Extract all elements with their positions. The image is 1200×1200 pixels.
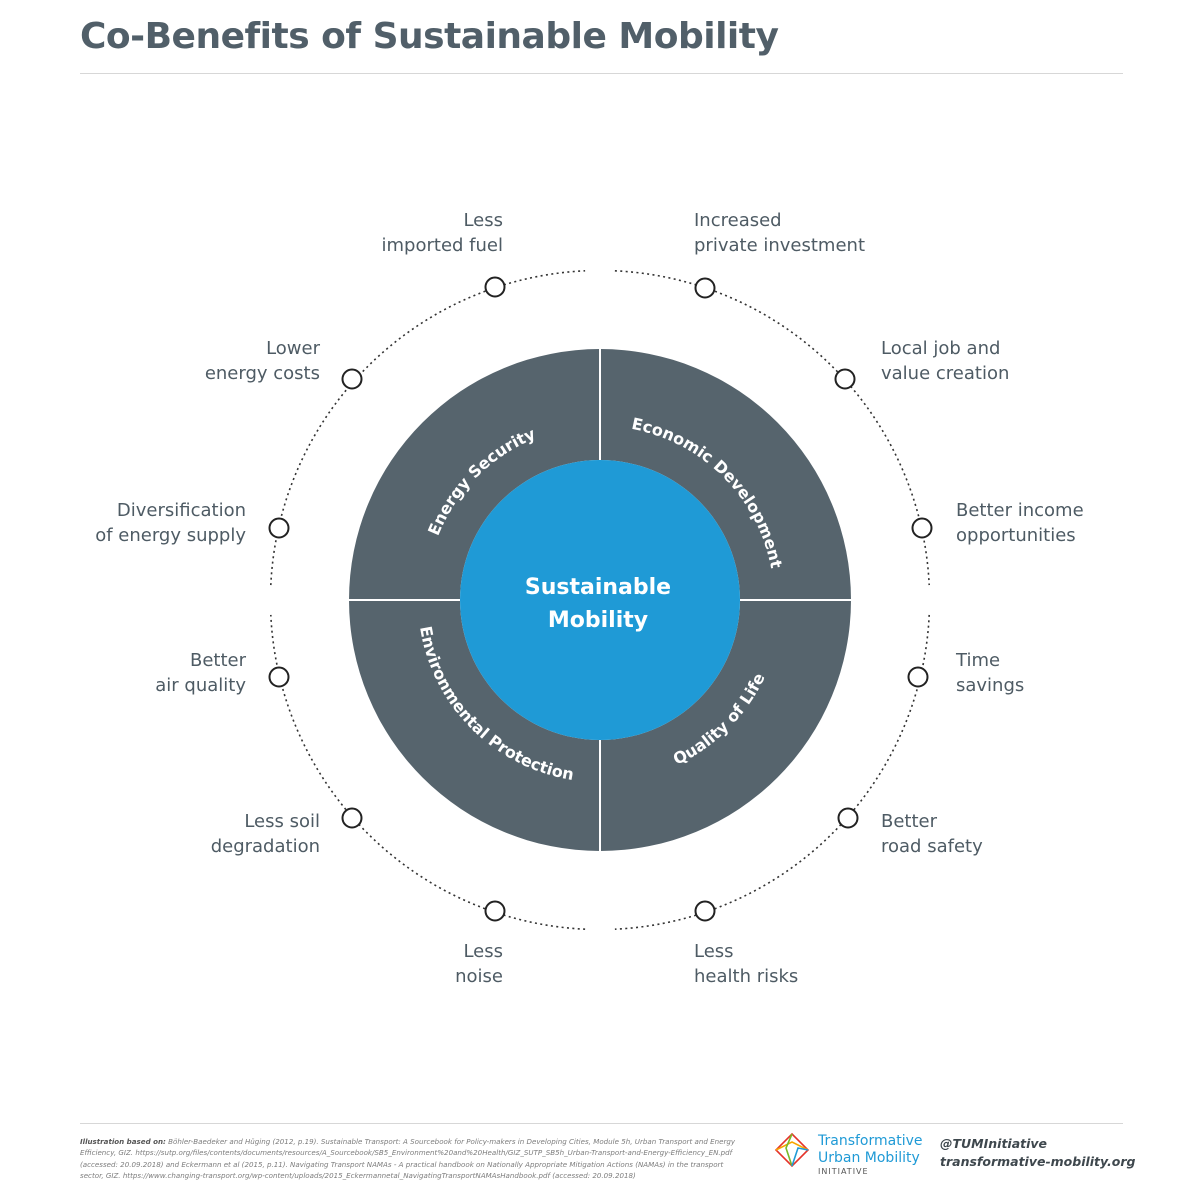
footer-divider [80,1123,1123,1124]
sector-economic-development [600,349,851,600]
node-diversification [268,517,290,539]
node-noise [484,900,506,922]
logo-line2: Urban Mobility [818,1150,920,1166]
benefit-private-investment: Increased private investment [694,210,866,256]
footer-citation: Illustration based on: Böhler-Baedeker a… [80,1136,740,1182]
benefit-income: Better income opportunities [956,500,1084,546]
logo-line1: Transformative [818,1133,923,1149]
center-label-line2: Mobility [548,608,648,633]
node-health [694,900,716,922]
node-local-job [834,368,856,390]
outer-ring-top-right [614,270,930,586]
category-ring [349,349,851,851]
benefit-local-job: Local job and value creation [881,338,1010,384]
benefit-nodes [268,276,933,922]
tumi-logo-text: Transformative Urban Mobility INITIATIVE [818,1133,923,1177]
benefit-road-safety: Better road safety [881,811,983,857]
social-handle[interactable]: @TUMInitiative [940,1136,1048,1151]
outer-ring-top-left [270,270,586,586]
sector-environmental-protection [349,600,600,851]
sector-dividers [349,349,851,851]
node-soil [341,807,363,829]
logo-line3: INITIATIVE [818,1167,869,1176]
node-air-quality [268,666,290,688]
benefit-air-quality: Better air quality [155,650,246,696]
website-link[interactable]: transformative-mobility.org [940,1154,1136,1169]
node-time-savings [907,666,929,688]
page-title: Co-Benefits of Sustainable Mobility [80,16,779,57]
benefit-health: Less health risks [694,941,799,987]
center-label-line1: Sustainable [525,575,671,600]
title-divider [80,73,1123,74]
node-energy-costs [341,368,363,390]
node-private-investment [694,277,716,299]
benefit-noise: Less noise [455,941,503,987]
sector-quality-of-life [600,600,851,851]
node-road-safety [837,807,859,829]
sector-energy-security [349,349,600,600]
footer-label: Illustration based on: [80,1137,166,1146]
benefit-soil: Less soil degradation [210,811,320,857]
node-imported-fuel [484,276,506,298]
center-circle [460,460,740,740]
node-income [911,517,933,539]
benefit-time-savings: Time savings [956,650,1025,696]
benefit-energy-costs: Lower energy costs [204,338,320,384]
tumi-logo-icon [774,1132,810,1168]
benefit-diversification: Diversification of energy supply [95,500,246,546]
social-info: @TUMInitiative transformative-mobility.o… [940,1135,1135,1171]
benefit-imported-fuel: Less imported fuel [381,210,503,256]
footer-citation-text: Böhler-Baedeker and Hüging (2012, p.19).… [80,1137,736,1181]
